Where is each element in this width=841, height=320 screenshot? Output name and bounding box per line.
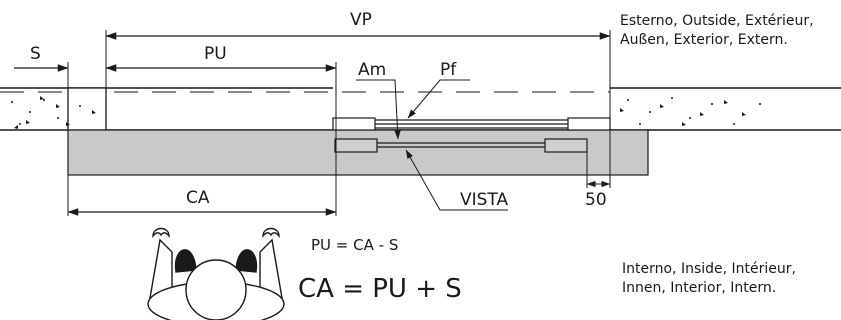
am-leader-line [356,79,401,140]
masonry-speckles-right [620,97,761,126]
fifty-label: 50 [585,190,607,210]
inner-door-sash [334,138,588,153]
vp-label: VP [350,10,372,30]
ca-label: CA [186,188,210,208]
inside-note-line2: Innen, Interior, Intern. [622,280,777,296]
inside-note: Interno, Inside, Intérieur, Innen, Inter… [622,260,838,298]
person-top-view [147,227,285,320]
pf-leader-line [407,79,470,119]
formula-pu: PU = CA - S [311,236,399,254]
outside-note-line2: Außen, Exterior, Extern. [620,32,788,48]
outer-door-sash [332,117,611,131]
vista-leader-line [405,149,508,211]
inside-note-line1: Interno, Inside, Intérieur, [622,261,796,277]
pf-label: Pf [440,60,457,80]
formula-ca: CA = PU + S [298,274,462,304]
s-label: S [30,44,41,64]
masonry-speckles-left [11,96,96,129]
outside-note-line1: Esterno, Outside, Extérieur, [620,13,814,29]
left-jamb [67,87,107,131]
pu-label: PU [204,44,227,64]
vista-label: VISTA [460,190,509,210]
outside-note: Esterno, Outside, Extérieur, Außen, Exte… [620,12,838,50]
am-label: Am [358,60,387,80]
